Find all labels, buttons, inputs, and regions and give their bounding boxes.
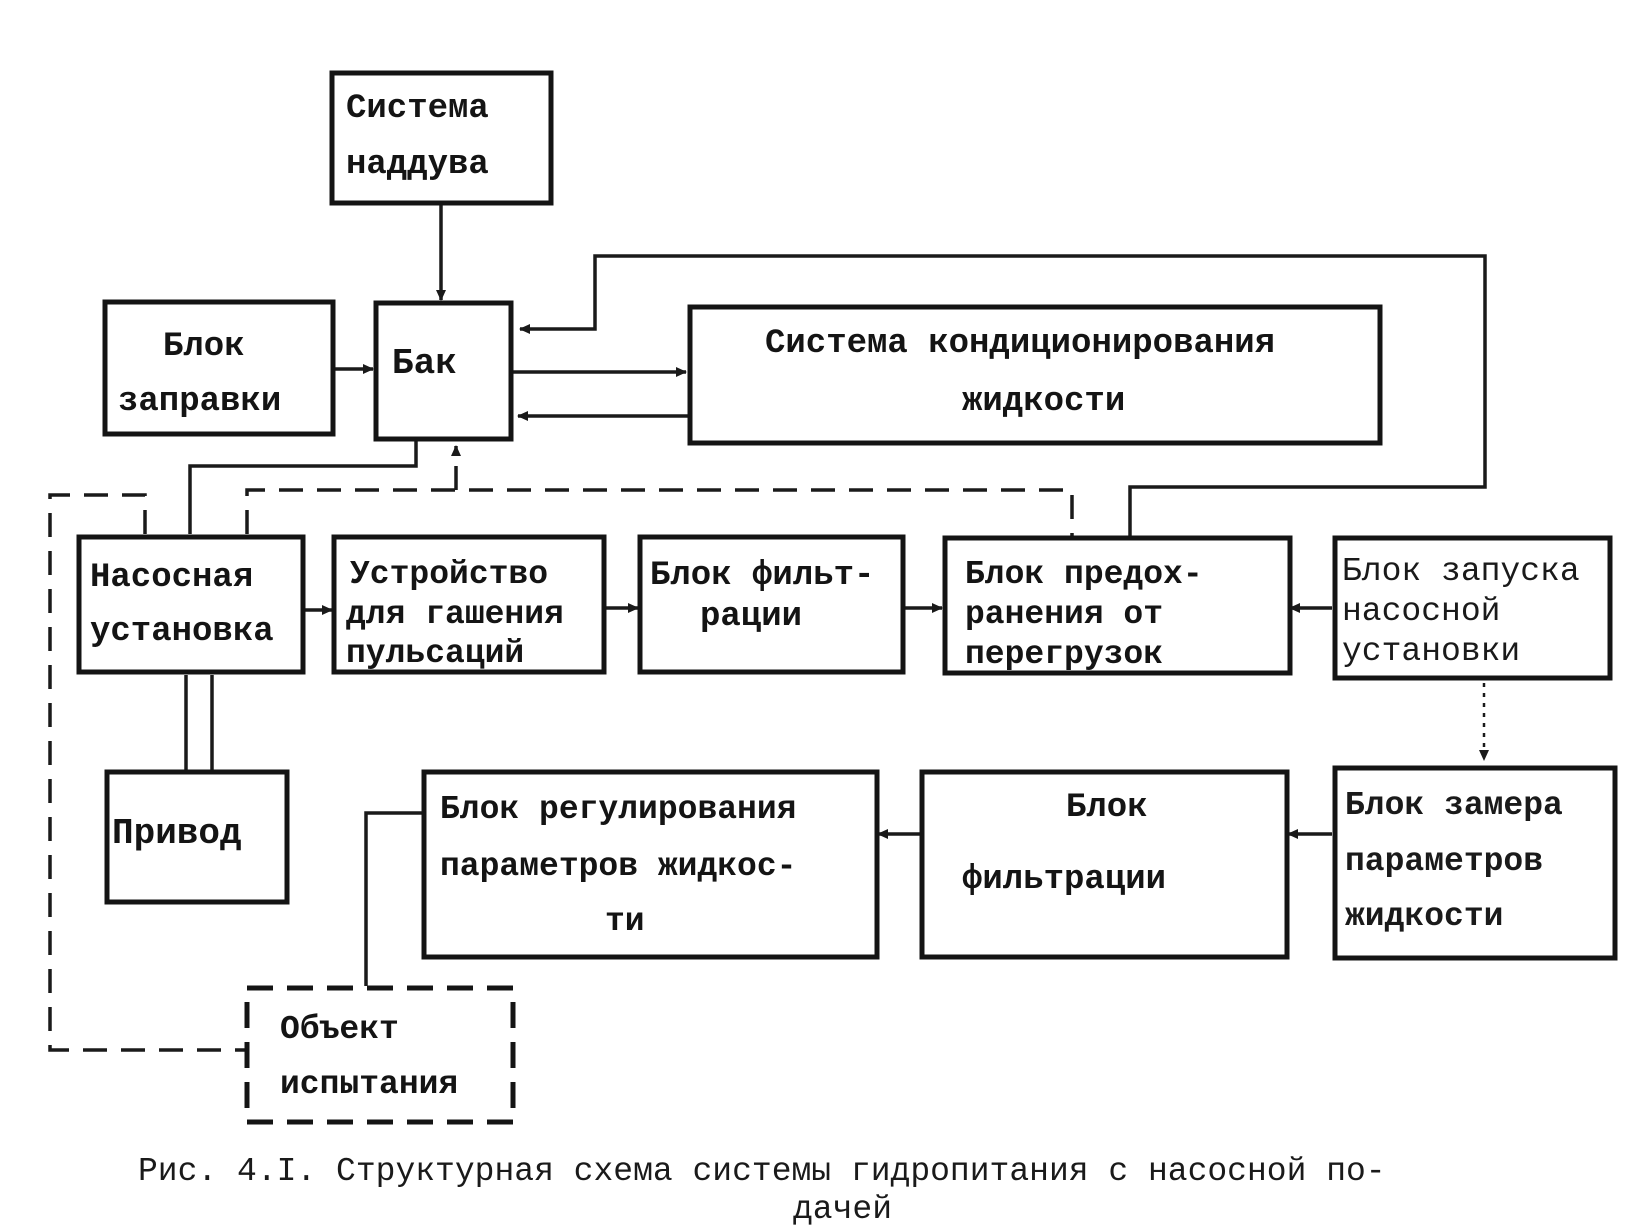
block-zamer-line2: параметров <box>1345 843 1543 880</box>
block-gashenie-line2: для гашения <box>346 596 564 633</box>
caption-line1: Рис. 4.I. Структурная схема системы гидр… <box>138 1153 1386 1190</box>
line-dashed-top-return <box>245 488 1074 537</box>
svg-text:Бак: Бак <box>392 343 457 384</box>
line-dashed-left-loop <box>48 493 246 1052</box>
block-zapusk-line3: установки <box>1342 633 1520 670</box>
block-nadduv: Система наддува <box>329 70 554 206</box>
block-zapravka-line1: Блок <box>163 328 245 366</box>
figure-caption: Рис. 4.I. Структурная схема системы гидр… <box>138 1153 1386 1225</box>
block-zapusk-line2: насосной <box>1342 593 1500 630</box>
block-regulirovanie-line1: Блок регулирования <box>440 791 796 828</box>
block-gashenie-line3: пульсаций <box>346 635 524 672</box>
block-filtratsiya2-line2: фильтрации <box>962 861 1166 899</box>
block-nadduv-line2: наддува <box>346 146 489 184</box>
block-nasosnaya-line1: Насосная <box>90 559 253 597</box>
caption-line2: дачей <box>793 1191 892 1225</box>
block-zamer-line3: жидкости <box>1345 898 1503 935</box>
block-zamer: Блок замера параметров жидкости <box>1332 765 1618 961</box>
block-gashenie-line1: Устройство <box>350 556 548 593</box>
block-regulirovanie-line3: ти <box>605 903 645 940</box>
block-nasosnaya-line2: установка <box>90 613 274 651</box>
block-filtratsiya1-line1: Блок фильт- <box>650 557 874 595</box>
block-nadduv-line1: Система <box>346 90 489 128</box>
block-zapusk-line1: Блок запуска <box>1342 553 1580 590</box>
block-filtratsiya1-line2: рации <box>700 598 802 636</box>
block-bak-label: Бак <box>392 343 457 384</box>
svg-text:Привод: Привод <box>112 813 242 854</box>
block-konditsionirovanie-line2: жидкости <box>962 383 1125 421</box>
block-zamer-line1: Блок замера <box>1345 787 1563 824</box>
connections <box>48 203 1489 1052</box>
line-regulirovanie-to-obekt <box>364 811 422 986</box>
block-regulirovanie-line2: параметров жидкос- <box>440 848 796 885</box>
block-obekt: Объект испытания <box>244 985 516 1125</box>
svg-text:Рис. 4.I. Структурная схема си: Рис. 4.I. Структурная схема системы гидр… <box>138 1153 1386 1225</box>
block-privod-label: Привод <box>112 813 242 854</box>
block-filtratsiya1: Блок фильт-рации <box>637 534 906 675</box>
block-zapravka: Блок заправки <box>102 299 336 437</box>
block-privod: Привод <box>104 769 290 905</box>
block-regulirovanie: Блок регулирования параметров жидкос-ти <box>421 769 880 960</box>
block-obekt-line2: испытания <box>280 1066 458 1103</box>
block-nasosnaya: Насосная установка <box>76 534 306 675</box>
block-konditsionirovanie-line1: Система кондиционирования <box>765 325 1275 363</box>
block-bak: Бак <box>373 300 514 442</box>
block-zapravka-line2: заправки <box>118 383 281 421</box>
block-filtratsiya2-line1: Блок <box>1066 789 1148 827</box>
line-peregruzki-to-bak <box>519 254 1487 537</box>
block-obekt-line1: Объект <box>280 1011 399 1048</box>
line-bak-to-nasosnaya <box>188 440 418 534</box>
block-peregruzki-line3: перегрузок <box>965 636 1163 673</box>
block-peregruzki-line2: ранения от <box>965 596 1163 633</box>
svg-text:Блок фильт-рации: Блок фильт-рации <box>650 557 874 636</box>
block-peregruzki-line1: Блок предох- <box>965 556 1203 593</box>
block-konditsionirovanie: Система кондиционирования жидкости <box>687 304 1383 446</box>
block-filtratsiya2: Блок фильтрации <box>919 769 1290 960</box>
